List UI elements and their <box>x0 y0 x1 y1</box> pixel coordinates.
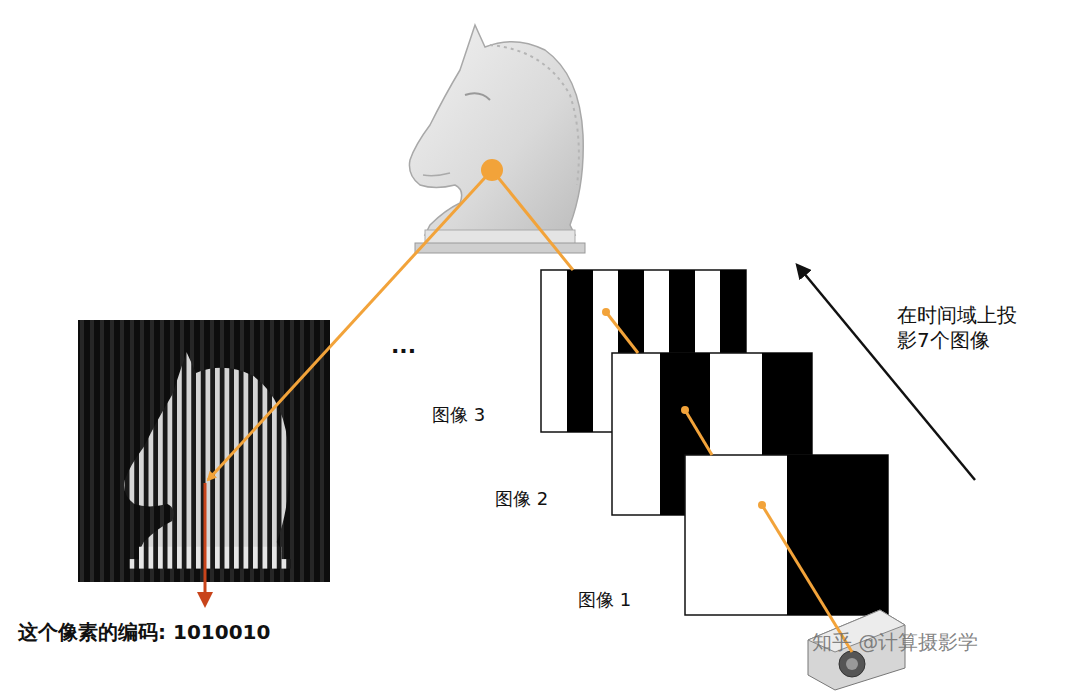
pixel-code: 这个像素的编码: 1010010 <box>18 620 270 645</box>
pattern-image <box>685 455 888 615</box>
horse-statue <box>409 25 585 253</box>
time-arrow <box>798 266 975 480</box>
image-label: 图像 3 <box>432 404 485 427</box>
image-label: 图像 2 <box>495 488 548 511</box>
watermark: 知乎 @计算摄影学 <box>812 630 978 655</box>
light-ray <box>208 170 852 652</box>
ellipsis: ... <box>391 332 416 360</box>
image-label: 图像 1 <box>578 589 631 612</box>
pixel-arrow <box>204 483 207 604</box>
note-text: 在时间域上投 影7个图像 <box>897 303 1029 353</box>
ray-dot <box>481 159 766 509</box>
